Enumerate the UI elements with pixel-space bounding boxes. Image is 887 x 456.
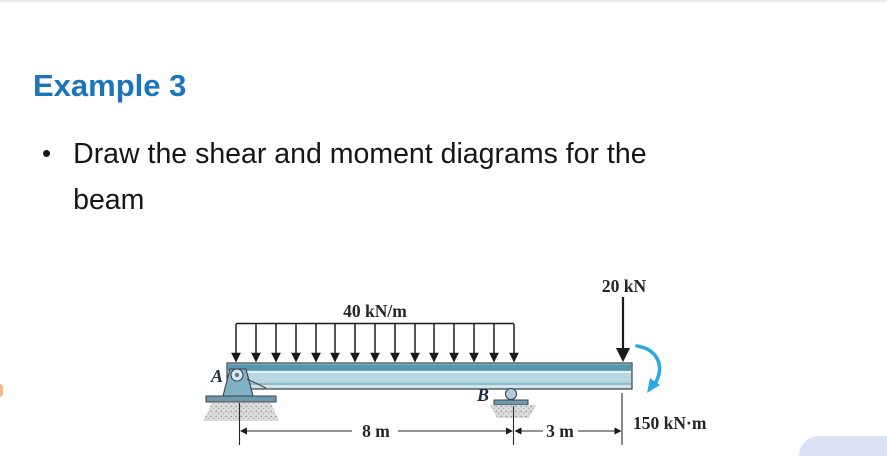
pin-support-a [203, 368, 279, 421]
dimension-lines [238, 393, 623, 445]
ground-hatch-a [203, 403, 279, 421]
bullet-text: Draw the shear and moment diagrams for t… [73, 131, 646, 223]
distributed-load [231, 322, 519, 363]
slide-title: Example 3 [33, 68, 187, 103]
bullet-line-2: beam [73, 184, 145, 216]
support-b-label: B [476, 385, 489, 405]
bottom-right-panel-corner[interactable] [799, 436, 887, 456]
top-border-line [0, 0, 887, 2]
distributed-load-label: 40 kN/m [343, 301, 407, 321]
support-a-label: A [210, 366, 223, 386]
bullet-marker: • [42, 138, 52, 168]
moment-label: 150 kN·m [633, 413, 707, 433]
left-edge-cursor-sliver [0, 384, 3, 397]
bullet-item: • Draw the shear and moment diagrams for… [42, 131, 842, 223]
bullet-line-1: Draw the shear and moment diagrams for t… [73, 138, 647, 170]
point-load-label: 20 kN [602, 276, 647, 296]
beam [226, 362, 633, 390]
dim-span-ab-label: 8 m [362, 421, 390, 441]
dim-span-b-end-label: 3 m [546, 421, 574, 441]
moment-arrow [635, 344, 662, 393]
